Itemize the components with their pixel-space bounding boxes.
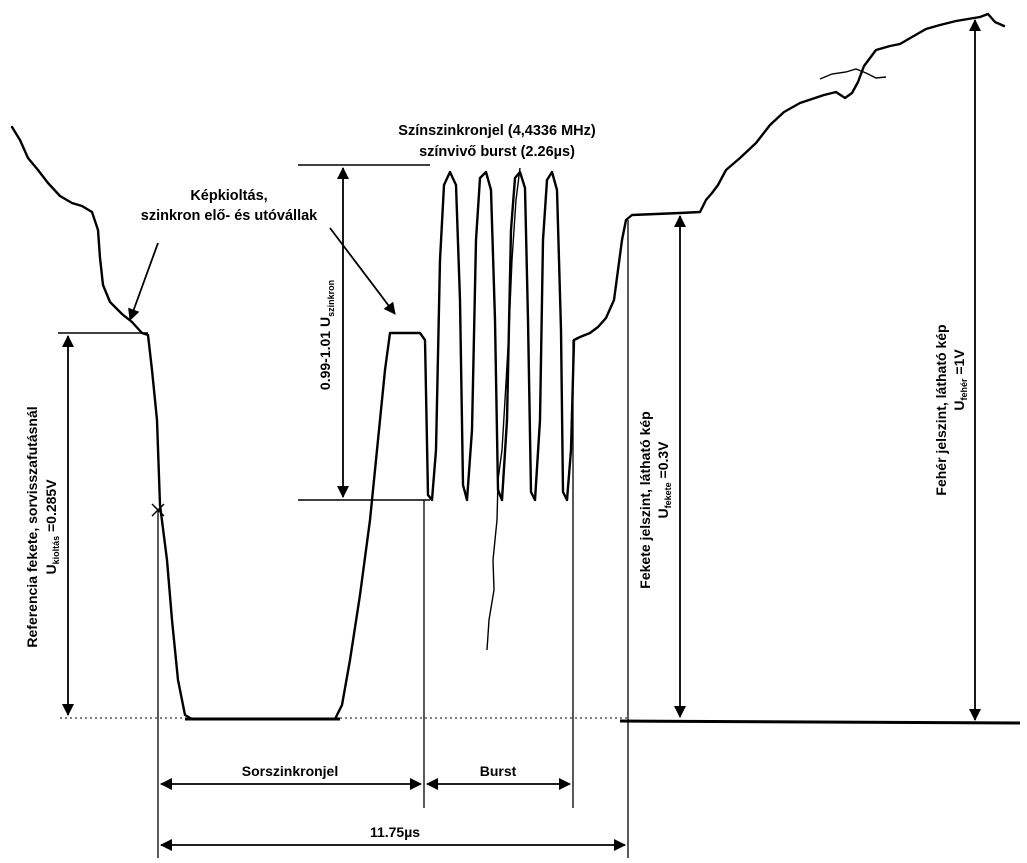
blanking-label-line2: szinkron elő- és utóvállak — [141, 208, 318, 224]
crossing-marker — [151, 503, 165, 517]
blanking-callout-arrow-right — [329, 227, 396, 315]
sync-amplitude-label: 0.99-1.01 Uszinkron — [317, 280, 336, 390]
line-time-label: 11.75µs — [370, 824, 420, 840]
blanking-callout-arrow-left — [128, 242, 159, 321]
black-level-label-line1: Fekete jelszint, látható kép — [637, 411, 653, 588]
burst-noise-trace — [486, 167, 521, 651]
white-level-label-line2: Ufehér =1V — [951, 349, 969, 411]
ref-black-label-line1: Referencia fekete, sorvisszafutásnál — [24, 406, 40, 647]
waveform-squiggle — [819, 68, 887, 80]
burst-title-line2: színvivő burst (2.26µs) — [419, 144, 575, 160]
sorszinkron-label: Sorszinkronjel — [242, 763, 338, 779]
burst-label: Burst — [480, 763, 517, 779]
right-baseline — [619, 719, 1021, 725]
video-waveform — [10, 12, 1006, 721]
blanking-label-line1: Képkioltás, — [190, 188, 267, 204]
white-level-label-line1: Fehér jelszint, látható kép — [933, 324, 949, 495]
burst-title-line1: Színszinkronjel (4,4336 MHz) — [398, 123, 596, 139]
black-level-label-line2: Ufekete =0.3V — [655, 441, 673, 519]
ref-black-label-line2: Ukioltás =0.285V — [43, 479, 61, 575]
